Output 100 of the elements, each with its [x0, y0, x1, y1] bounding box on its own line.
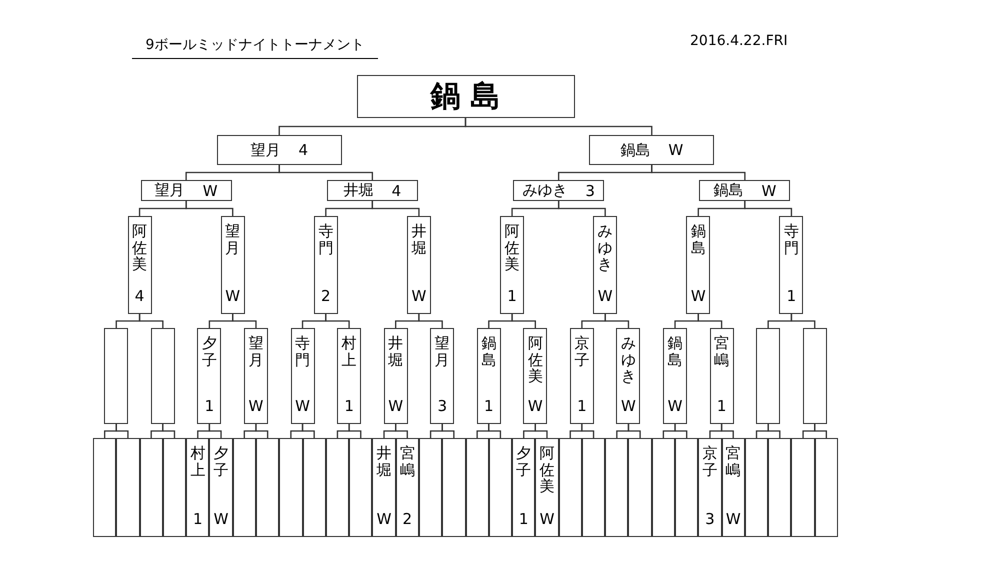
player-name: 井堀 — [388, 335, 404, 368]
empty-slot-box — [652, 438, 676, 537]
player-box — [699, 180, 790, 201]
player-box — [197, 328, 222, 424]
bracket-line — [232, 314, 257, 328]
score: W — [540, 510, 554, 528]
player-name: 鍋島 — [690, 223, 706, 256]
player-name: 望月 — [154, 181, 185, 200]
bracket-line — [464, 118, 652, 135]
empty-slot-box — [768, 438, 792, 537]
empty-slot-box — [466, 438, 489, 537]
bracket-line — [395, 424, 408, 438]
score: 3 — [705, 510, 715, 528]
player-name: みゆき — [522, 181, 568, 200]
empty-slot-box — [93, 438, 116, 537]
bracket-line — [488, 424, 502, 438]
score: W — [761, 182, 776, 200]
player-name: 望月 — [248, 335, 264, 368]
score: W — [412, 287, 426, 305]
player-name: 井堀 — [376, 445, 392, 478]
empty-slot-box — [558, 438, 582, 537]
player-name: 夕子 — [202, 335, 217, 368]
bracket-line — [698, 314, 722, 328]
score: W — [726, 510, 741, 528]
empty-slot-box — [104, 328, 128, 424]
player-name: 寺門 — [784, 223, 799, 256]
bracket-line — [581, 424, 594, 438]
empty-slot-box — [814, 438, 838, 537]
bracket-line — [744, 201, 792, 216]
score: 4 — [298, 141, 308, 159]
bracket-line — [278, 165, 374, 180]
player-box — [513, 180, 604, 201]
bracket-line — [348, 424, 362, 438]
bracket-line — [255, 424, 268, 438]
score: 2 — [321, 287, 331, 305]
score: W — [668, 141, 684, 159]
player-name: 鍋島 — [620, 140, 650, 160]
player-name: 望月 — [225, 223, 240, 256]
bracket-line — [674, 424, 688, 438]
bracket-line — [604, 314, 630, 328]
empty-slot-box — [582, 438, 606, 537]
bracket-line — [511, 314, 536, 328]
bracket-line — [325, 314, 350, 328]
score: 4 — [134, 287, 144, 305]
bracket-line — [790, 314, 816, 328]
player-name: 村上 — [342, 335, 357, 368]
player-box — [314, 216, 338, 314]
player-box — [535, 438, 559, 537]
player-box — [372, 438, 396, 537]
player-box — [216, 135, 342, 165]
bracket-line — [442, 424, 454, 438]
empty-slot-box — [418, 438, 442, 537]
score: W — [295, 397, 310, 415]
empty-slot-box — [326, 438, 350, 537]
player-box — [523, 328, 548, 424]
player-name: 寺門 — [318, 223, 334, 256]
empty-slot-box — [140, 438, 163, 537]
player-name: 井堀 — [344, 181, 374, 200]
score: W — [225, 287, 240, 305]
empty-slot-box — [256, 438, 280, 537]
empty-slot-box — [802, 328, 827, 424]
player-box — [186, 438, 210, 537]
score: 2 — [402, 510, 412, 528]
bracket-line — [720, 424, 734, 438]
player-name: 寺門 — [295, 335, 310, 368]
player-name: 阿佐美 — [132, 223, 148, 272]
player-box — [722, 438, 745, 537]
score: 1 — [716, 397, 726, 415]
player-name: 鍋島 — [713, 181, 744, 200]
player-box — [128, 216, 152, 314]
score: W — [248, 397, 264, 415]
player-name: みゆき — [620, 335, 636, 384]
player-box — [512, 438, 536, 537]
score: 4 — [392, 182, 402, 200]
score: 1 — [204, 397, 214, 415]
player-box — [396, 438, 419, 537]
score: W — [528, 397, 543, 415]
player-name: 阿佐美 — [504, 223, 520, 272]
score: 3 — [585, 182, 595, 200]
score: W — [202, 182, 218, 200]
player-box — [779, 216, 804, 314]
player-box — [476, 328, 501, 424]
score: 1 — [518, 510, 528, 528]
bracket-line — [534, 424, 548, 438]
bracket-line — [208, 424, 222, 438]
bracket-line — [651, 165, 746, 180]
empty-slot-box — [791, 438, 815, 537]
bracket-line — [185, 201, 234, 216]
player-name: 京子 — [702, 445, 718, 478]
bracket-line — [116, 424, 129, 438]
bracket-line — [628, 424, 641, 438]
bracket-line — [162, 424, 176, 438]
player-box — [710, 328, 734, 424]
score: 3 — [437, 397, 447, 415]
score: 1 — [192, 510, 203, 528]
player-box — [616, 328, 640, 424]
empty-slot-box — [232, 438, 256, 537]
player-name: 宮嶋 — [400, 445, 415, 478]
player-box — [290, 328, 315, 424]
empty-slot-box — [442, 438, 466, 537]
